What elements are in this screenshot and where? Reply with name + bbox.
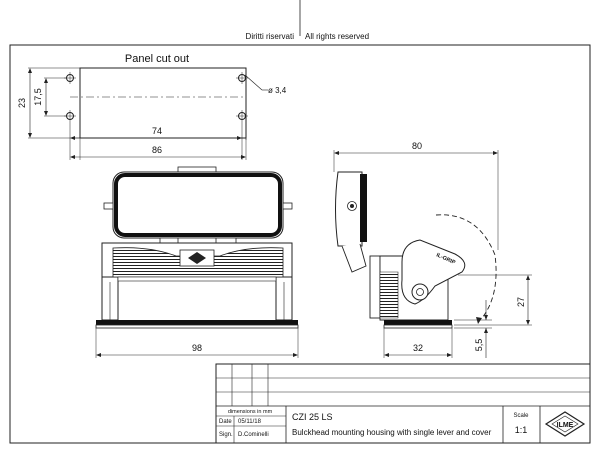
side-view: IL-GRIP 80 27 5,5 32: [333, 141, 532, 358]
ilme-logo: ILME: [544, 411, 586, 437]
side-base-gasket: [384, 320, 452, 325]
front-base-gasket: [96, 320, 298, 325]
front-logo-icon: [188, 252, 206, 264]
dimensions-note: dimensions in mm: [228, 409, 273, 415]
panel-cutout-view: Panel cut out ø 3,4: [17, 53, 287, 160]
sign-label: Sign.: [219, 432, 233, 438]
rights-reserved-en: All rights reserved: [305, 32, 369, 41]
mounting-hole: [236, 110, 248, 122]
product-description: Bulckhead mounting housing with single l…: [292, 428, 492, 437]
date-value: 05/11/18: [238, 419, 262, 425]
front-view: 98: [95, 166, 299, 358]
scale-label: Scale: [513, 413, 529, 419]
dim-base-width-side: 32: [413, 343, 423, 353]
mounting-hole: [236, 72, 248, 84]
diameter-leader: [244, 74, 263, 91]
lever-swing-arc: [435, 214, 497, 319]
dim-height-inner: 17,5: [33, 88, 43, 106]
dim-base-width: 98: [192, 343, 202, 353]
dim-width-inner: 74: [152, 126, 162, 136]
title-block: dimensions in mm Date 05/11/18 Sign. D.C…: [215, 363, 591, 444]
side-cover-gasket: [360, 174, 367, 242]
dim-width-outer: 86: [152, 145, 162, 155]
dim-height: 27: [516, 297, 526, 307]
logo-text: ILME: [557, 422, 574, 429]
cutout-outline: [79, 67, 247, 139]
dim-overall-width: 80: [412, 141, 422, 151]
product-code: CZI 25 LS: [292, 412, 333, 422]
sign-value: D.Cominelli: [238, 432, 269, 438]
scale-value: 1:1: [515, 425, 528, 435]
rights-reserved-it: Diritti riservati: [246, 32, 295, 41]
dim-height-outer: 23: [17, 98, 27, 108]
cover-gasket: [114, 173, 282, 237]
panel-cutout-title: Panel cut out: [125, 53, 189, 65]
date-label: Date: [219, 419, 232, 425]
dim-hole-diameter: ø 3,4: [268, 86, 287, 95]
dim-thickness: 5,5: [474, 339, 484, 352]
